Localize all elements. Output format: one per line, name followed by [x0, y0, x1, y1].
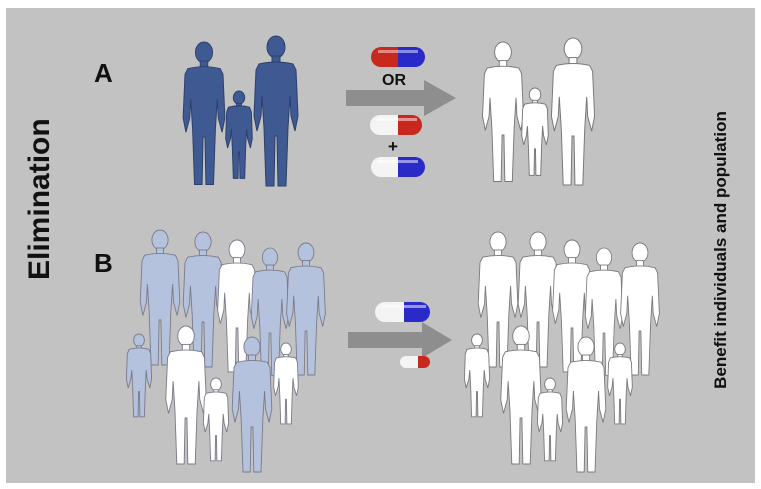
mixed-population	[126, 230, 325, 472]
pill-capsule-icon	[400, 356, 430, 368]
person-silhouette-icon	[203, 378, 228, 461]
person-silhouette-icon	[621, 243, 660, 375]
arrow-right-icon	[348, 322, 452, 358]
pill-capsule-icon	[370, 115, 422, 135]
arrow-right-icon	[346, 80, 456, 116]
pill-capsule-icon	[371, 47, 425, 67]
healthy-family	[483, 38, 595, 185]
person-silhouette-icon	[551, 38, 594, 185]
infected-family	[183, 36, 298, 186]
person-silhouette-icon	[287, 243, 326, 375]
person-silhouette-icon	[522, 88, 549, 175]
healthy-population	[464, 232, 659, 472]
person-silhouette-icon	[464, 334, 489, 417]
person-silhouette-icon	[254, 36, 298, 186]
person-silhouette-icon	[140, 230, 180, 365]
person-silhouette-icon	[183, 42, 225, 185]
pill-capsule-icon	[375, 302, 430, 322]
person-silhouette-icon	[478, 232, 518, 367]
person-silhouette-icon	[126, 334, 151, 417]
pill-capsule-icon	[371, 157, 425, 177]
person-silhouette-icon	[483, 42, 524, 182]
person-silhouette-icon	[226, 91, 253, 178]
